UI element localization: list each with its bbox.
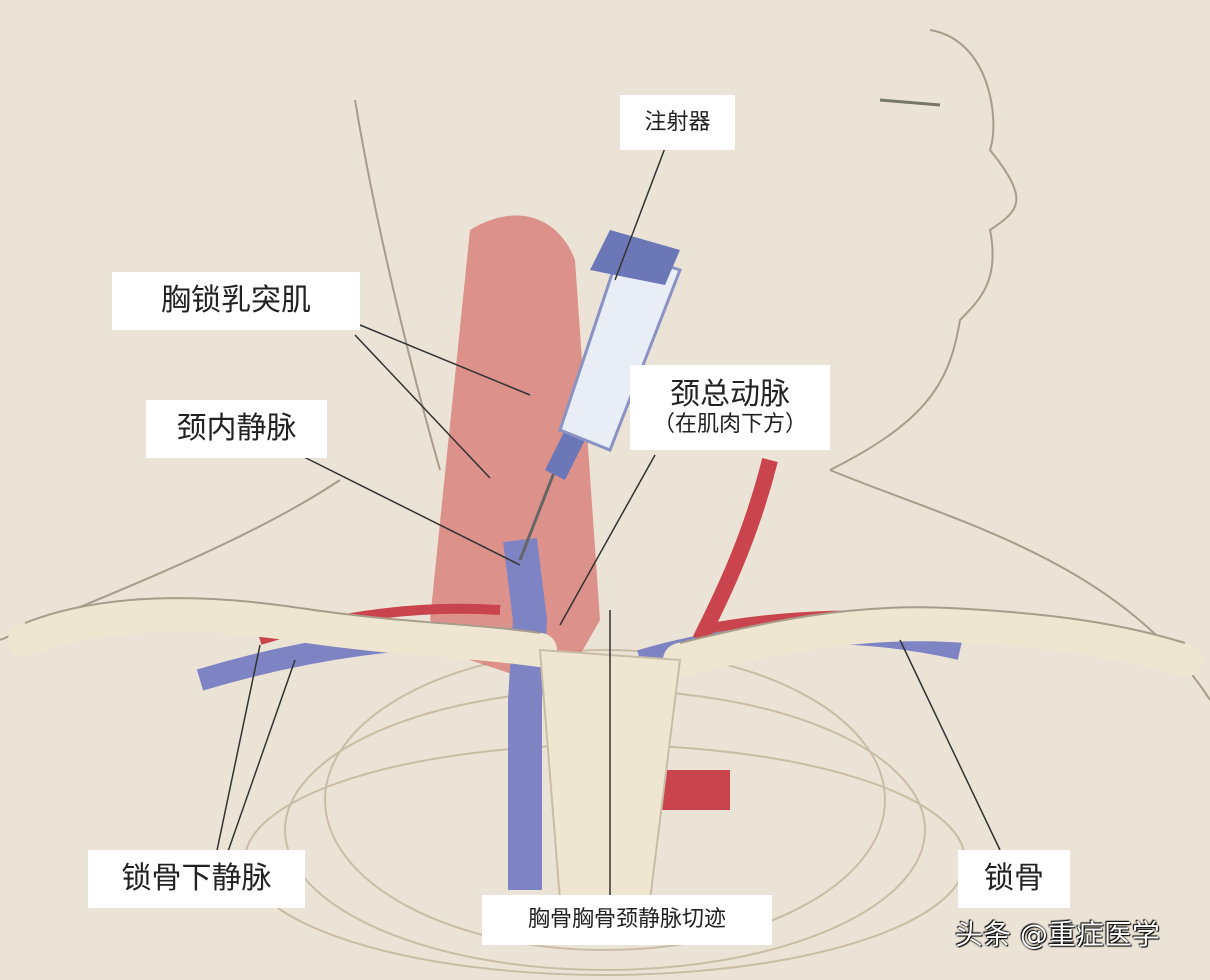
leader-lines xyxy=(214,147,1001,895)
label-text: 颈总动脉 xyxy=(670,376,790,412)
clavicle-left xyxy=(8,598,557,667)
label-text: 注射器 xyxy=(644,109,711,135)
syringe-drawing xyxy=(518,230,682,561)
clavicle-right xyxy=(663,607,1202,677)
label-text: 颈内静脉 xyxy=(176,410,297,446)
label-common-carotid-artery: 颈总动脉（在肌肉下方） xyxy=(630,365,830,450)
label-text: 胸骨胸骨颈静脉切迹 xyxy=(527,907,726,933)
label-syringe: 注射器 xyxy=(620,95,735,150)
label-internal-jugular-vein: 颈内静脉 xyxy=(146,400,327,458)
label-subclavian-vein: 锁骨下静脉 xyxy=(88,850,305,908)
label-clavicle: 锁骨 xyxy=(958,850,1070,908)
label-text: 锁骨下静脉 xyxy=(121,860,272,896)
label-subtext: （在肌肉下方） xyxy=(652,412,807,438)
label-text: 锁骨 xyxy=(984,860,1044,896)
internal-jugular-vein xyxy=(503,537,548,890)
label-text: 胸锁乳突肌 xyxy=(161,282,311,318)
sternocleidomastoid-muscle xyxy=(430,215,600,691)
label-sternocleidomastoid: 胸锁乳突肌 xyxy=(112,272,360,330)
watermark: 头条 @重症医学 xyxy=(955,918,1160,951)
label-jugular-notch: 胸骨胸骨颈静脉切迹 xyxy=(482,895,772,945)
